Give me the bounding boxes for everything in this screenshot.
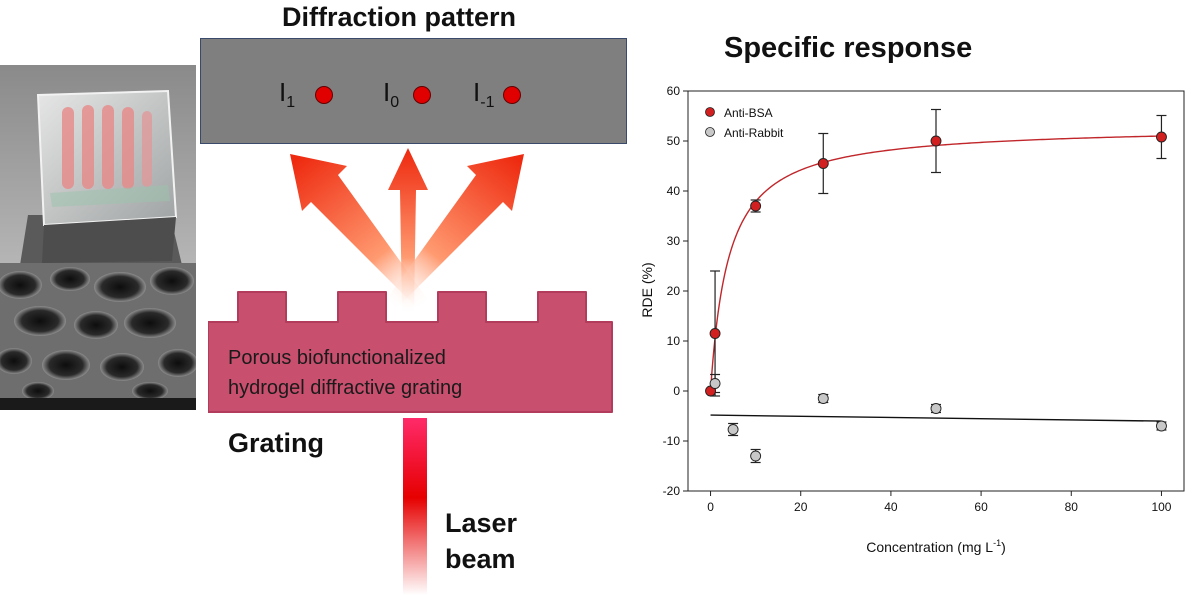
y-tick-label: 20 (667, 284, 681, 298)
data-point-anti-bsa (750, 200, 762, 212)
y-tick-label: 50 (667, 134, 681, 148)
data-point-anti-bsa (709, 328, 721, 339)
y-tick-label: -10 (663, 434, 681, 448)
laser-beam-label: Laser beam (445, 505, 517, 577)
diffraction-spot-0 (413, 86, 431, 104)
grating-description-line-1: Porous biofunctionalized (228, 347, 446, 369)
data-point-anti-rabbit (750, 450, 762, 462)
legend: Anti-BSA Anti-Rabbit (705, 106, 784, 140)
diffraction-screen: I1 I0 I-1 (200, 38, 627, 144)
diffraction-spot-plus-1 (315, 86, 333, 104)
x-tick-label: 100 (1151, 500, 1171, 514)
order-label-minus-1: I-1 (473, 77, 495, 112)
x-axis: 0 20 40 60 80 100 (707, 491, 1172, 514)
beam-order-minus-1 (383, 154, 524, 312)
rde-chart: -20 -10 0 10 20 30 40 50 60 0 20 40 60 80 100 Anti-BS… (639, 84, 1185, 555)
legend-label-anti-bsa: Anti-BSA (724, 106, 773, 120)
beam-order-plus-1 (290, 154, 431, 312)
y-tick-label: 60 (667, 84, 681, 98)
data-point-anti-rabbit (930, 403, 942, 414)
y-tick-label: 30 (667, 234, 681, 248)
y-axis-label: RDE (%) (639, 262, 655, 317)
y-tick-label: 0 (673, 384, 680, 398)
x-axis-label: Concentration (mg L-1) (866, 538, 1006, 555)
x-tick-label: 40 (884, 500, 898, 514)
beam-order-0 (388, 148, 428, 312)
grating-label: Grating (228, 428, 325, 458)
y-tick-label: 40 (667, 184, 681, 198)
diffraction-pattern-title: Diffraction pattern (282, 2, 517, 32)
grating-description: Porous biofunctionalized hydrogel diffra… (228, 343, 598, 403)
fit-line-anti-bsa (709, 135, 1162, 391)
x-tick-label: 80 (1065, 500, 1079, 514)
order-label-plus-1: I1 (279, 77, 296, 112)
diffraction-spot-minus-1 (503, 86, 521, 104)
data-point-anti-rabbit (709, 378, 721, 389)
y-tick-label: 10 (667, 334, 681, 348)
laser-label-line-2: beam (445, 544, 516, 574)
hydrogel-photo (0, 65, 196, 410)
legend-marker-anti-rabbit (705, 127, 715, 137)
order-label-0: I0 (383, 77, 400, 112)
y-tick-label: -20 (663, 484, 681, 498)
x-tick-label: 60 (974, 500, 988, 514)
diffracted-beams (290, 148, 524, 312)
fit-lines (709, 135, 1162, 422)
laser-beam (403, 418, 427, 595)
data-point-anti-rabbit (1156, 420, 1167, 432)
specific-response-title: Specific response (724, 32, 973, 64)
data-point-anti-rabbit (727, 424, 739, 435)
grating-description-line-2: hydrogel diffractive grating (228, 377, 463, 399)
hydrogel-grating (208, 291, 613, 413)
legend-label-anti-rabbit: Anti-Rabbit (724, 126, 784, 140)
x-tick-label: 20 (794, 500, 808, 514)
hydrogel-photo-panel (0, 65, 196, 410)
legend-marker-anti-bsa (705, 107, 715, 117)
data-point-anti-bsa (930, 135, 942, 147)
data-point-anti-bsa (817, 158, 829, 169)
data-point-anti-bsa (1156, 131, 1167, 143)
fit-line-anti-rabbit (710, 414, 1162, 422)
data-point-anti-rabbit (817, 393, 829, 404)
x-tick-label: 0 (707, 500, 714, 514)
y-axis: -20 -10 0 10 20 30 40 50 60 (663, 84, 688, 498)
laser-label-line-1: Laser (445, 508, 518, 538)
data-points (705, 131, 1167, 462)
